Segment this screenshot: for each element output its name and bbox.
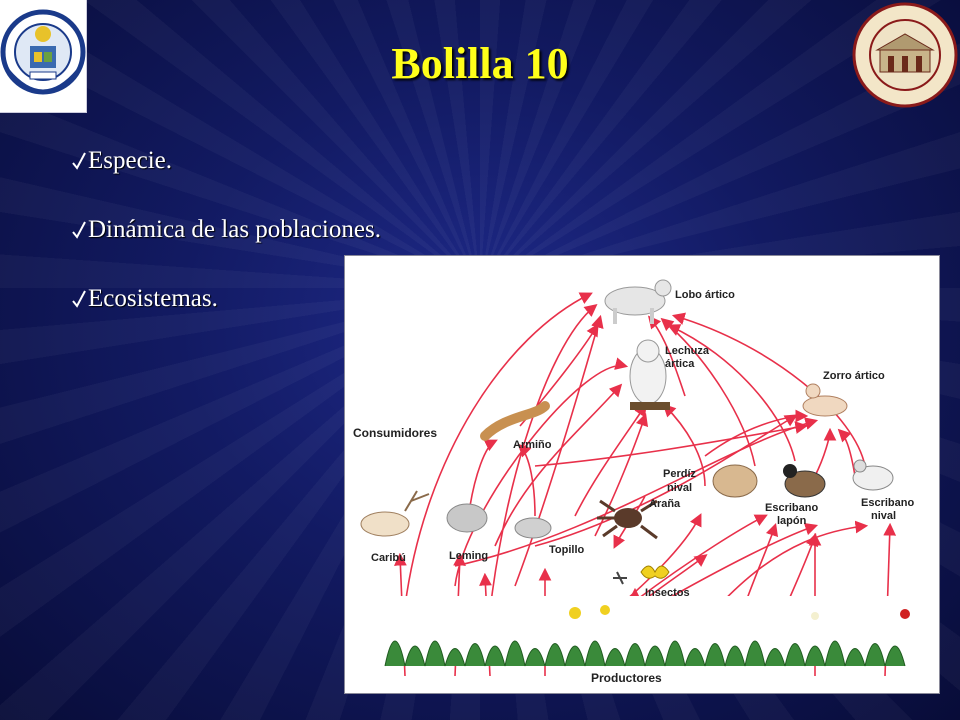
bullet-item: Ecosistemas. — [72, 281, 381, 317]
snowy-owl-icon — [630, 340, 670, 410]
arctic-fox-icon — [803, 384, 847, 416]
label-topillo: Topillo — [549, 544, 585, 556]
ermine-icon — [485, 406, 545, 436]
food-web-diagram: Consumidores Productores Lobo ártico Lec… — [344, 255, 940, 694]
label-caribu: Caribú — [371, 552, 406, 564]
label-perdiz: Perdíz — [663, 468, 697, 480]
label-arana: Araña — [649, 498, 681, 510]
bullet-text: Especie. — [88, 147, 172, 175]
label-escribano-lapon-2: lapón — [777, 515, 807, 527]
checkmark-icon — [72, 289, 86, 309]
label-zorro: Zorro ártico — [823, 370, 885, 382]
consumers-label: Consumidores — [353, 426, 437, 440]
label-escribano-nival-2: nival — [871, 510, 896, 522]
label-leming: Leming — [449, 550, 488, 562]
bullet-text: Ecosistemas. — [88, 285, 218, 313]
bullet-item: Dinámica de las poblaciones. — [72, 212, 381, 248]
label-lechuza: Lechuza — [665, 345, 710, 357]
slide-title: Bolilla 10 — [0, 38, 960, 89]
bullet-list: Especie. Dinámica de las poblaciones. Ec… — [72, 143, 381, 350]
label-perdiz-2: nival — [667, 482, 692, 494]
label-lobo: Lobo ártico — [675, 289, 735, 301]
vole-icon — [515, 518, 551, 538]
label-insectos: Insectos — [645, 587, 690, 599]
snow-bunting-icon — [853, 460, 893, 490]
checkmark-icon — [72, 220, 86, 240]
label-escribano-lapon: Escribano — [765, 502, 818, 514]
bullet-text: Dinámica de las poblaciones. — [88, 216, 381, 244]
bullet-item: Especie. — [72, 143, 381, 179]
label-escribano-nival: Escribano — [861, 497, 914, 509]
label-armino: Armiño — [513, 439, 552, 451]
caribou-icon — [361, 491, 429, 536]
label-lechuza-2: ártica — [665, 358, 695, 370]
checkmark-icon — [72, 151, 86, 171]
spider-icon — [597, 501, 657, 538]
ptarmigan-icon — [713, 465, 757, 497]
arctic-wolf-icon — [605, 280, 671, 324]
producers-label: Productores — [591, 671, 662, 685]
producer-plants — [345, 596, 939, 666]
lemming-icon — [447, 504, 487, 532]
